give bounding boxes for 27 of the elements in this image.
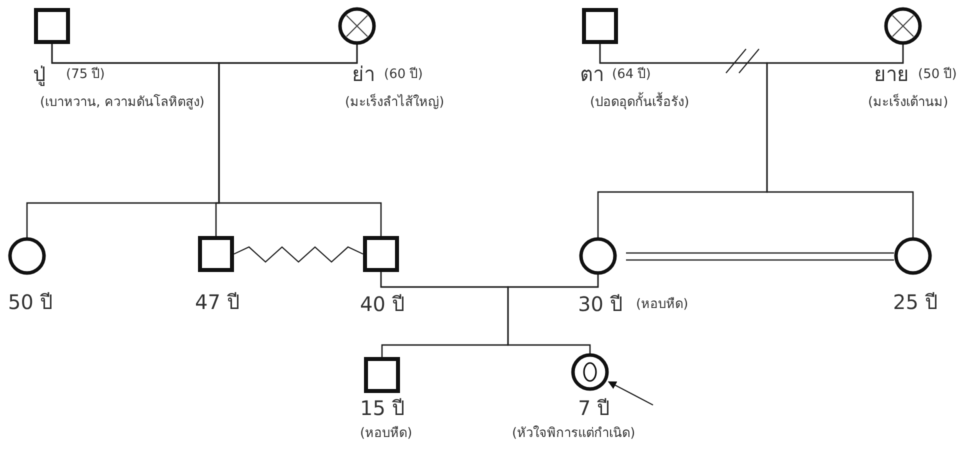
relation-label: ตา	[580, 62, 604, 86]
age-label: (60 ปี)	[384, 67, 423, 83]
relation-label: ย่า	[352, 62, 375, 86]
descent-line	[218, 44, 382, 236]
condition-note: (หอบหืด)	[636, 297, 688, 313]
descent-line	[766, 44, 914, 238]
condition-note: (หอบหืด)	[360, 426, 412, 442]
condition-note: (มะเร็งเต้านม)	[868, 95, 948, 111]
age-label: 25 ปี	[893, 290, 938, 314]
condition-note: (เบาหวาน, ความดันโลหิตสูง)	[40, 95, 204, 111]
close-relationship-line	[625, 252, 895, 261]
condition-note: (หัวใจพิการแต่กำเนิด)	[512, 426, 636, 442]
age-label: 50 ปี	[8, 290, 53, 314]
age-label: 7 ปี	[578, 396, 610, 420]
age-label: (50 ปี)	[918, 67, 957, 83]
age-label: 47 ปี	[195, 290, 240, 314]
age-label: 30 ปี	[578, 292, 623, 316]
relation-label: ปู่	[33, 62, 46, 86]
condition-note: (มะเร็งลำไส้ใหญ่)	[345, 95, 444, 111]
age-label: (64 ปี)	[612, 67, 651, 83]
relation-label: ยาย	[874, 62, 909, 86]
descent-line	[507, 274, 599, 354]
age-label: (75 ปี)	[66, 67, 105, 83]
pointer-arrow	[608, 381, 654, 406]
age-label: 40 ปี	[360, 292, 405, 316]
conflict-zigzag-line	[234, 246, 364, 263]
age-label: 15 ปี	[360, 396, 405, 420]
